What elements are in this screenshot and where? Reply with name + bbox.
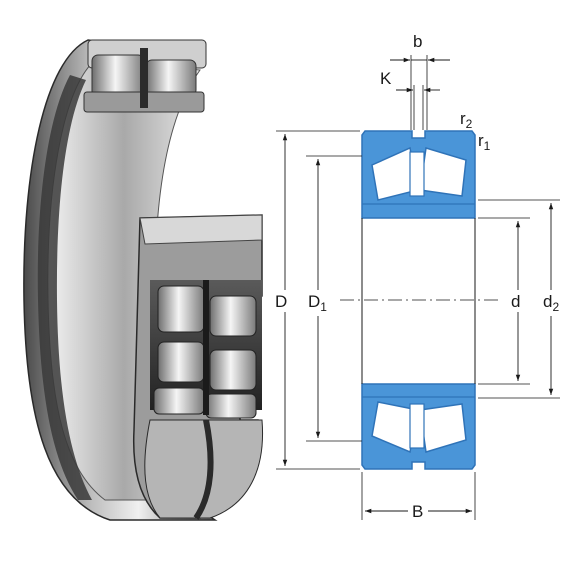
label-D1-sub: 1 [320,300,327,314]
top-rollers [83,39,207,113]
inner-ring-top-face [139,214,263,245]
label-d2-sub: 2 [552,300,559,314]
label-B: B [412,502,423,521]
lower-section [361,383,476,470]
bearing-cross-section-drawing: b K r2 r1 D D1 d d2 B [273,32,567,522]
left-roller-band [37,75,92,500]
label-D1: D1 [308,292,327,314]
label-r2-sub: 2 [466,117,473,131]
cage-and-rollers [150,280,262,419]
label-b: b [413,32,422,51]
spherical-roller-bearing-render [23,39,264,521]
lower-roller-left [371,401,419,454]
upper-section [361,130,476,219]
label-D1-base: D [308,292,320,311]
label-d2-base: d [543,292,552,311]
label-r1-base: r [478,131,484,150]
label-r2: r2 [460,109,473,131]
label-d: d [511,292,520,311]
extension-lines [276,55,560,520]
label-d2: d2 [543,292,559,314]
label-r2-base: r [460,109,466,128]
label-K: K [380,69,392,88]
label-r1: r1 [478,131,491,153]
dimension-labels: b K r2 r1 D D1 d d2 B [273,32,567,522]
label-D: D [275,292,287,311]
label-r1-sub: 1 [484,139,491,153]
bottom-ring-face [144,419,264,519]
